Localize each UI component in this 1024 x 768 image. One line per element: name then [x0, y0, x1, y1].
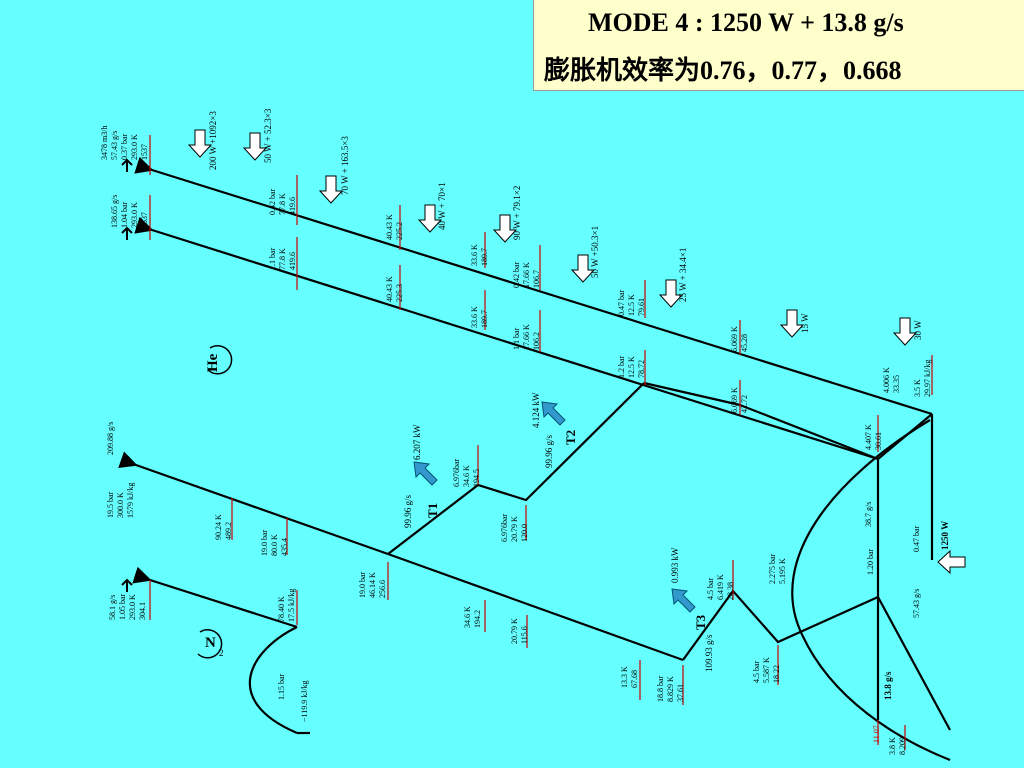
- tick-marks: [149, 135, 933, 750]
- t1-arrow-icon: [413, 461, 438, 486]
- heat-load-5: 90 W + 79.1×2: [512, 185, 522, 240]
- state-n2-in: 1.15 bar: [277, 673, 286, 700]
- lp-line-mid: [134, 216, 879, 461]
- hp-line-main: [387, 552, 684, 662]
- t3-power: 0.993 kW: [670, 547, 680, 584]
- state-low-flow: 57.43 g/s: [912, 588, 921, 618]
- load-arrow-5: [492, 214, 518, 243]
- heat-load-8: 15 W: [800, 313, 810, 333]
- heat-load-3: 70 W + 163.5×3: [340, 136, 350, 195]
- heat-load-2: 50 W + 52.3×3: [263, 108, 273, 163]
- n2-curve: [248, 626, 298, 735]
- saturation-dome: [791, 419, 951, 762]
- load-arrow-9: [892, 317, 918, 346]
- state-n2-in-2: −119.9 kJ/kg: [300, 680, 309, 722]
- n2-line: [132, 566, 298, 629]
- t3-label: T3: [693, 614, 708, 630]
- nitrogen-sub-label: 2: [219, 648, 224, 658]
- lp-line-top: [134, 156, 933, 416]
- heat-load-7: 25 W + 34.4×1: [678, 247, 688, 302]
- load-arrow-1: [187, 129, 213, 158]
- load-arrow-1250: [937, 549, 966, 575]
- load-arrow-7: [658, 279, 684, 308]
- turbine-arrows: [413, 401, 696, 613]
- fluid-circles: [197, 345, 233, 659]
- load-arrow-2: [242, 132, 268, 161]
- load-arrow-3: [318, 175, 344, 204]
- t3-path: [682, 589, 879, 661]
- state-low-p: 0.47 bar: [912, 525, 921, 552]
- state-bottom: 11.07: [872, 725, 881, 743]
- t2-to-cold: [739, 403, 879, 461]
- mode-title: MODE 4 : 1250 W + 13.8 g/s: [588, 8, 904, 37]
- process-lines: [118, 156, 951, 762]
- heat-load-9: 30 W: [913, 320, 923, 340]
- load-arrow-6: [570, 254, 596, 283]
- expansion-line: [877, 596, 951, 731]
- state-jt: 1.20 bar: [866, 548, 875, 575]
- heat-load-6: 50 W +50.3×1: [590, 225, 600, 278]
- t1-label: T1: [425, 502, 440, 518]
- t2-flow: 99.96 g/s: [544, 434, 554, 468]
- t2-out: [643, 381, 741, 407]
- state-hp-in: 209.88 g/s: [106, 421, 115, 455]
- liquid-flow-label: 13.8 g/s: [883, 671, 893, 700]
- state-mid-flow: 38.7 g/s: [864, 501, 873, 527]
- efficiency-title: 膨胀机效率为0.76，0.77，0.668: [544, 56, 902, 85]
- title-box: MODE 4 : 1250 W + 13.8 g/s 膨胀机效率为0.76，0.…: [533, 0, 1024, 91]
- nitrogen-label: N: [205, 635, 216, 651]
- t2-label: T2: [563, 429, 578, 445]
- load-arrow-8: [779, 309, 805, 338]
- hp-line-in: [118, 451, 389, 556]
- t2-arrow-icon: [541, 401, 566, 426]
- t2-power: 4.124 kW: [531, 392, 541, 429]
- heat-load-4: 40 W + 70×1: [437, 182, 447, 230]
- t1-power: 6.207 kW: [412, 424, 422, 461]
- helium-label: He: [205, 353, 221, 372]
- t1-flow: 99.96 g/s: [403, 494, 413, 528]
- heat-load-arrows: [187, 129, 966, 575]
- load-1250-label: 1250 W: [940, 520, 950, 550]
- heat-load-1: 200 W +1092×3: [208, 111, 218, 170]
- t3-arrow-icon: [671, 588, 696, 613]
- outlet-arrows: [121, 158, 133, 592]
- load-arrow-4: [417, 204, 443, 233]
- t1-path: [387, 382, 645, 555]
- t3-flow: 109.93 g/s: [704, 634, 714, 672]
